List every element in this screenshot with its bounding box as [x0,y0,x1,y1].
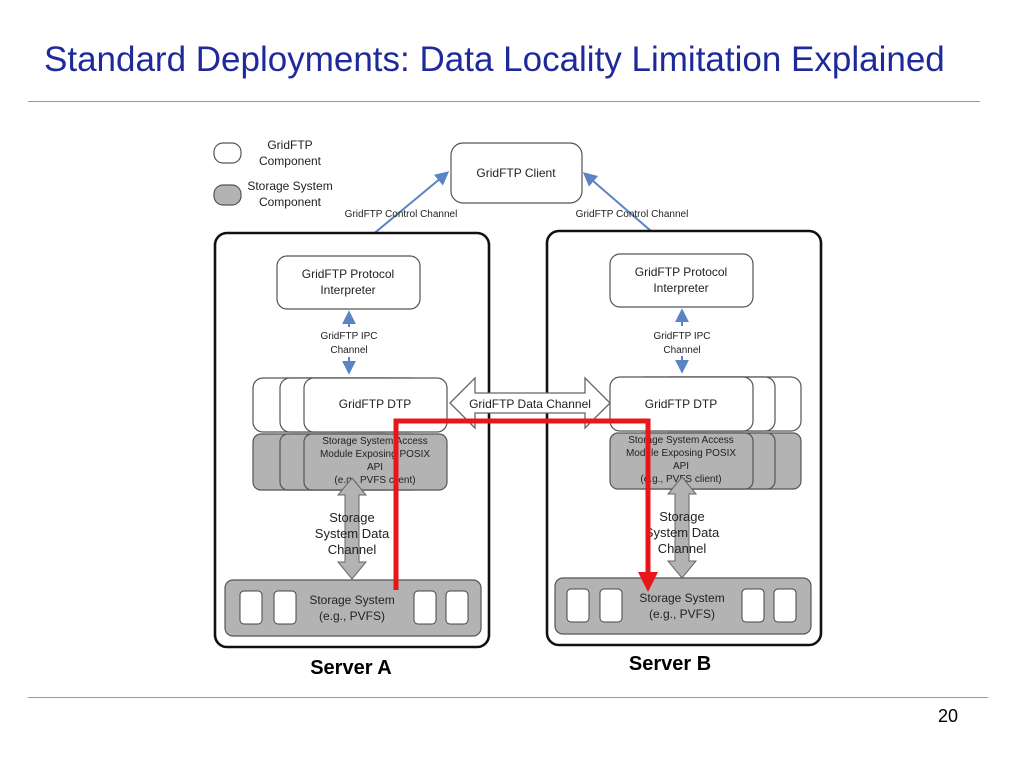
server-b: GridFTP Protocol Interpreter GridFTP IPC… [545,229,823,647]
svg-text:(e.g., PVFS): (e.g., PVFS) [649,607,715,621]
svg-text:Channel: Channel [330,345,367,356]
server-a-storage-label: (e.g., PVFS) [319,609,385,623]
disk-icon [599,588,623,623]
svg-text:Storage System Access: Storage System Access [628,435,734,446]
server-a-access-label: Storage System Access [322,436,428,447]
svg-text:API: API [367,462,383,473]
data-channel-label: GridFTP Data Channel [469,397,591,411]
server-a-ipc-label: GridFTP IPC [320,331,377,342]
server-a-storage-label: Storage System [309,593,394,607]
svg-text:GridFTP IPC: GridFTP IPC [653,331,710,342]
legend-storage-swatch [213,184,242,206]
svg-text:Component: Component [259,195,322,209]
gridftp-client-label: GridFTP Client [476,166,556,180]
server-b-name: Server B [629,653,711,675]
server-a-dtp-label: GridFTP DTP [339,397,411,411]
server-a-storage-system [224,579,482,637]
server-b-protocol-interpreter-label: Interpreter [653,281,708,295]
server-a-storage-channel-label: Storage [329,510,375,525]
server-b-protocol-interpreter-label: GridFTP Protocol [635,265,727,279]
server-b-dtp [609,376,754,432]
server-a-storage-data-channel-arrow [336,477,368,580]
server-a-protocol-interpreter-label: Interpreter [320,283,375,297]
svg-text:System Data: System Data [645,525,720,540]
server-b-access-label: Storage System Access [628,435,734,446]
svg-text:Channel: Channel [663,345,700,356]
svg-text:API: API [673,461,689,472]
control-channel-left-label: GridFTP Control Channel [345,209,458,220]
server-b-access-label: API [673,461,689,472]
svg-text:GridFTP Protocol: GridFTP Protocol [302,267,394,281]
server-a-access-module [303,433,448,491]
server-a-ipc-label: Channel [330,345,367,356]
disk-icon [773,588,797,623]
svg-text:(e.g., PVFS client): (e.g., PVFS client) [334,475,415,486]
server-b-storage-channel-label: System Data [645,525,720,540]
server-b-dtp-label: GridFTP DTP [645,397,717,411]
server-a-access-label: API [367,462,383,473]
server-a-protocol-interpreter [276,255,421,310]
server-a-storage-channel-label: System Data [315,526,390,541]
server-a-name: Server A [310,657,392,679]
server-a-ipc-label-bg [316,327,382,357]
page-number: 20 [938,706,959,726]
legend-gridftp-swatch [213,142,242,164]
title-divider [28,101,980,102]
svg-text:Interpreter: Interpreter [320,283,375,297]
disk-icon [273,590,297,625]
control-channel-right-label: GridFTP Control Channel [576,209,689,220]
svg-text:GridFTP: GridFTP [267,138,312,152]
legend: GridFTP Component Storage System Compone… [213,138,333,209]
legend-gridftp-label: GridFTP [267,138,312,152]
svg-text:Storage: Storage [329,510,375,525]
svg-text:Module Exposing POSIX: Module Exposing POSIX [626,448,736,459]
server-b-storage-channel-label: Channel [658,541,707,556]
data-path-highlight [393,418,658,592]
svg-text:Storage: Storage [659,509,705,524]
svg-text:GridFTP IPC: GridFTP IPC [320,331,377,342]
server-b-ipc-label: Channel [663,345,700,356]
server-b-ipc-label: GridFTP IPC [653,331,710,342]
svg-text:Channel: Channel [328,542,377,557]
svg-text:Module Exposing POSIX: Module Exposing POSIX [320,449,430,460]
svg-text:Component: Component [259,154,322,168]
disk-icon [413,590,437,625]
server-a-access-label: Module Exposing POSIX [320,449,430,460]
server-b-storage-label: Storage System [639,591,724,605]
disk-icon [445,590,469,625]
svg-text:(e.g., PVFS): (e.g., PVFS) [319,609,385,623]
svg-text:Storage System: Storage System [309,593,394,607]
disk-icon [741,588,765,623]
server-a-storage-channel-label: Channel [328,542,377,557]
svg-text:Storage System Access: Storage System Access [322,436,428,447]
slide-title: Standard Deployments: Data Locality Limi… [44,40,945,79]
server-b-protocol-interpreter [609,253,754,308]
footer-divider [28,697,988,698]
disk-icon [239,590,263,625]
server-b-ipc-label-bg [649,326,715,356]
svg-text:Storage System: Storage System [639,591,724,605]
svg-text:System Data: System Data [315,526,390,541]
svg-text:Interpreter: Interpreter [653,281,708,295]
svg-text:GridFTP Protocol: GridFTP Protocol [635,265,727,279]
server-a-protocol-interpreter-label: GridFTP Protocol [302,267,394,281]
server-b-storage-channel-label: Storage [659,509,705,524]
server-b-access-label: Module Exposing POSIX [626,448,736,459]
gridftp-client-box [450,142,583,204]
disk-icon [566,588,590,623]
server-b-storage-system [554,577,812,635]
server-a-access-label: (e.g., PVFS client) [334,475,415,486]
legend-storage-label: Component [259,195,322,209]
svg-text:Storage System: Storage System [247,179,332,193]
legend-storage-label: Storage System [247,179,332,193]
server-b-storage-label: (e.g., PVFS) [649,607,715,621]
data-channel-arrow [449,376,611,430]
server-a: GridFTP Protocol Interpreter GridFTP IPC… [213,231,491,649]
svg-text:Channel: Channel [658,541,707,556]
legend-gridftp-label: Component [259,154,322,168]
